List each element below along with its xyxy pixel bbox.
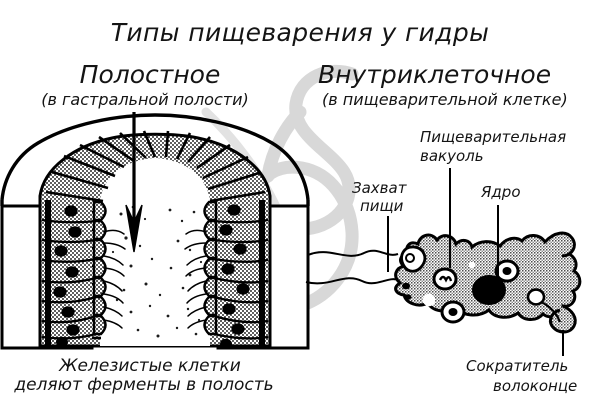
label-digestive-vacuole-line2: вакуоль	[420, 147, 484, 165]
label-contractile-fiber-line2: волоконце	[493, 377, 578, 395]
epithelial-cells-right	[203, 200, 269, 350]
label-digestive-vacuole-line1: Пищеварительная	[420, 128, 567, 146]
gastric-cavity-diagram	[0, 112, 310, 350]
digestive-cell-diagram	[394, 231, 582, 334]
food-particles	[402, 282, 412, 300]
label-contractile-fiber-line1: Сократитель	[466, 357, 569, 375]
digestive-vacuoles	[432, 259, 546, 324]
label-food-capture-line1: Захват	[352, 179, 407, 197]
heading-intracellular-digestion: Внутриклеточное	[318, 60, 552, 89]
page-title: Типы пищеварения у гидры	[110, 18, 490, 47]
heading-cavity-digestion: Полостное	[79, 60, 221, 89]
cell-nuclei-right	[219, 204, 250, 350]
label-food-capture-line2: пищи	[360, 197, 404, 215]
epithelial-cells-left	[41, 200, 107, 348]
food-arrow	[125, 112, 143, 253]
subheading-intracellular-digestion: (в пищеварительной клетке)	[322, 90, 568, 109]
caption-gland-cells-line1: Железистые клетки	[59, 356, 241, 376]
cell-nucleus	[472, 275, 506, 305]
cell-nuclei-left	[53, 205, 82, 348]
enzyme-granules	[111, 205, 203, 338]
subheading-cavity-digestion: (в гастральной полости)	[41, 90, 249, 109]
vesicles	[422, 261, 476, 307]
caption-gland-cells-line2: деляют ферменты в полость	[14, 375, 274, 395]
leader-lines	[387, 168, 564, 356]
zoom-connector	[305, 249, 399, 285]
label-nucleus: Ядро	[481, 183, 521, 201]
